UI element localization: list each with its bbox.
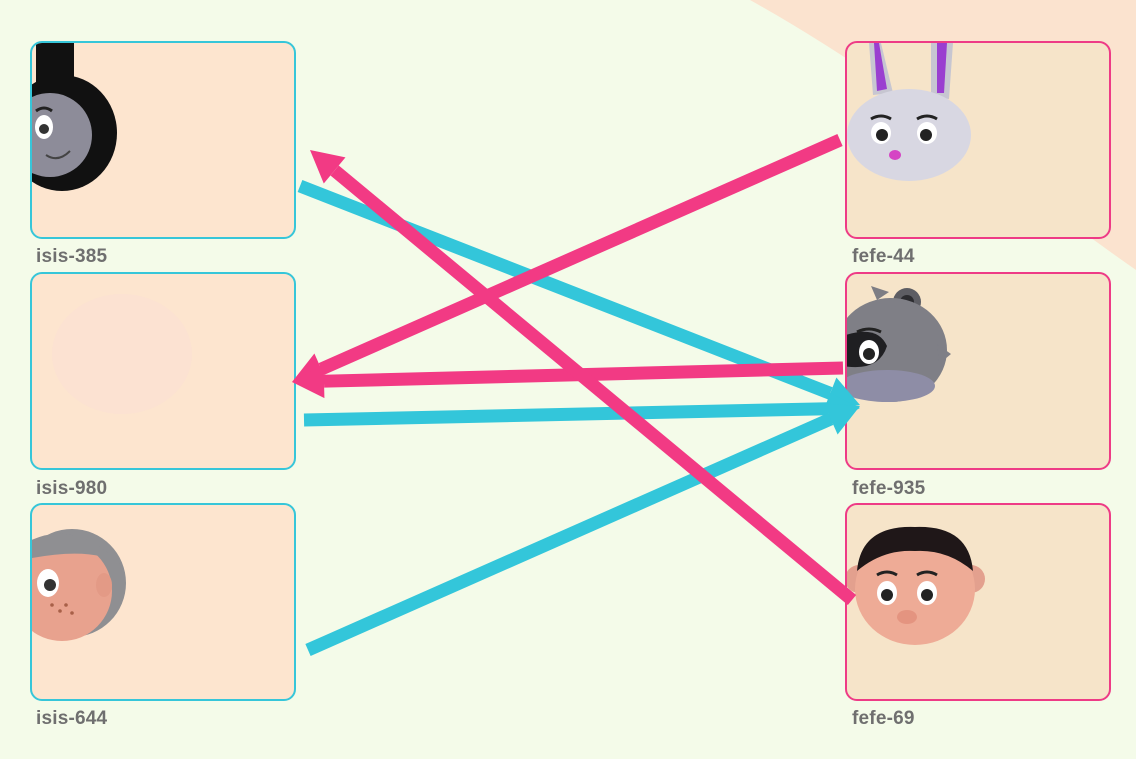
avatar-freckled-boy-icon bbox=[32, 529, 126, 641]
node-label: fefe-935 bbox=[852, 478, 926, 499]
node-label: fefe-44 bbox=[852, 246, 915, 267]
node-card-fefe-69[interactable] bbox=[845, 503, 1111, 701]
avatar-faded-icon bbox=[52, 294, 192, 414]
avatar-bunny-icon bbox=[847, 43, 971, 181]
avatar-raccoon-icon bbox=[847, 286, 951, 402]
node-label: isis-644 bbox=[36, 708, 108, 729]
node-label: isis-385 bbox=[36, 246, 108, 267]
node-label: isis-980 bbox=[36, 478, 108, 499]
avatar-top-hat-icon bbox=[32, 43, 117, 191]
avatar-black-hair-boy-icon bbox=[847, 526, 985, 645]
node-card-fefe-44[interactable] bbox=[845, 41, 1111, 239]
node-card-fefe-935[interactable] bbox=[845, 272, 1111, 470]
node-card-isis-980[interactable] bbox=[30, 272, 296, 470]
node-label: fefe-69 bbox=[852, 708, 915, 729]
node-card-isis-385[interactable] bbox=[30, 41, 296, 239]
node-card-isis-644[interactable] bbox=[30, 503, 296, 701]
